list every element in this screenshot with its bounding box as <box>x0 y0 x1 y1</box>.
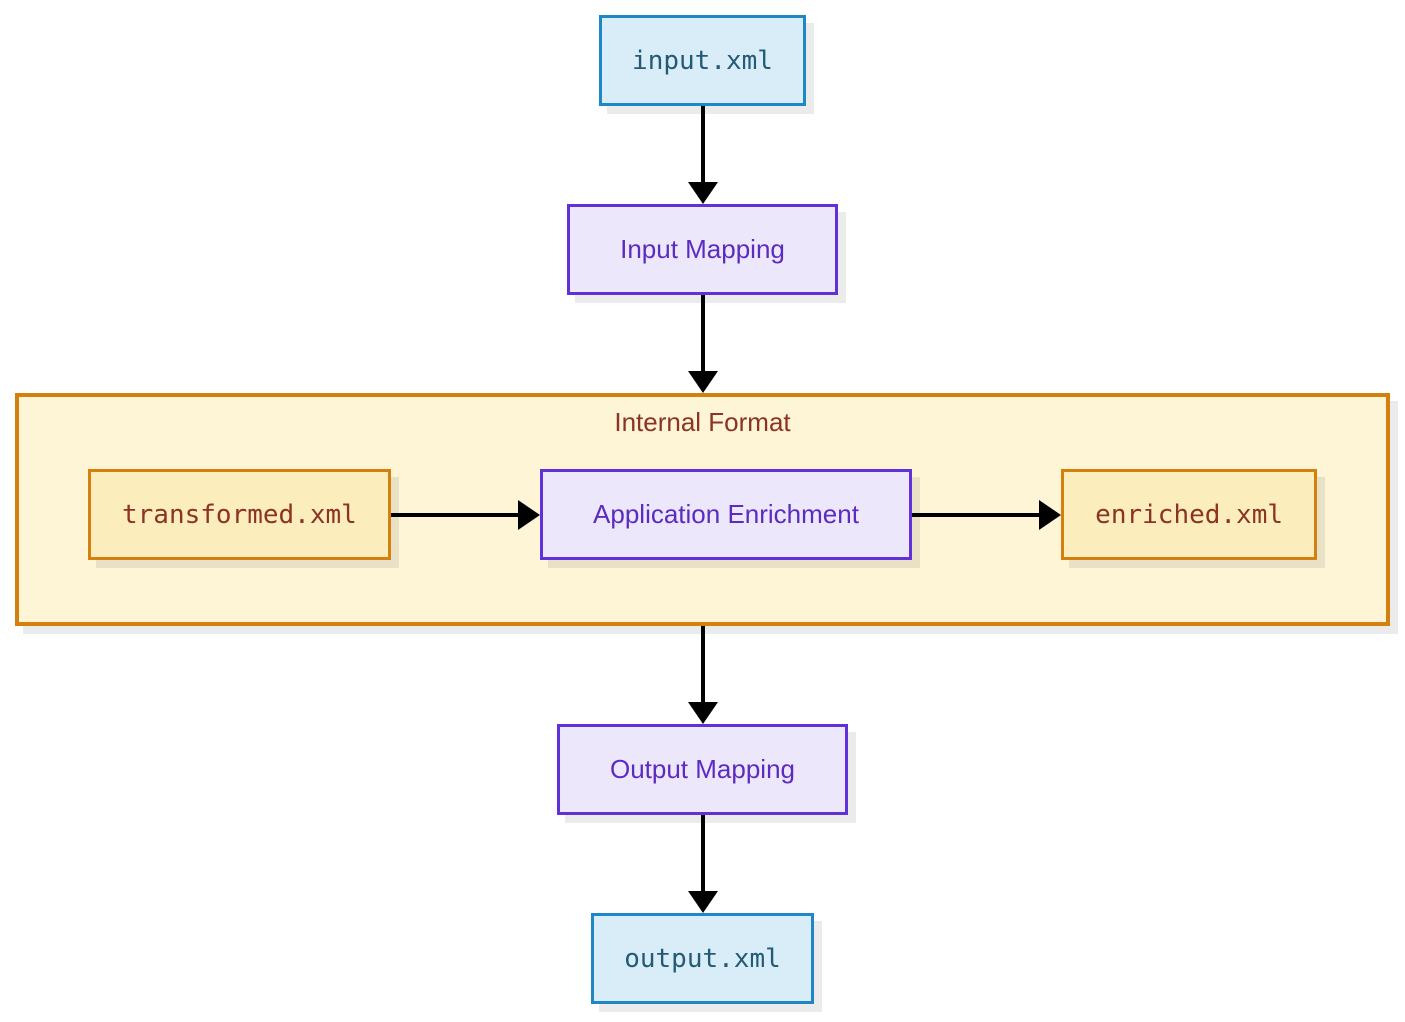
arrow-line <box>700 626 705 703</box>
node-output-mapping: Output Mapping <box>556 724 848 815</box>
node-input-mapping: Input Mapping <box>567 204 838 295</box>
arrow-head-down-icon <box>687 702 718 724</box>
arrow-enrichment-to-enriched <box>911 499 1062 530</box>
node-input-xml: input.xml <box>599 15 806 106</box>
arrow-input-to-input-mapping <box>687 106 718 204</box>
arrow-line <box>911 512 1041 517</box>
arrow-line <box>700 295 705 372</box>
internal-format-container: Internal Format transformed.xml Applicat… <box>15 393 1390 626</box>
node-enriched-xml-label: enriched.xml <box>1095 499 1284 530</box>
arrow-transformed-to-enrichment <box>390 499 541 530</box>
node-input-mapping-label: Input Mapping <box>620 234 785 264</box>
node-output-xml-label: output.xml <box>624 943 781 974</box>
arrow-input-mapping-to-internal-format <box>687 295 718 393</box>
node-output-xml: output.xml <box>591 913 814 1004</box>
node-enriched-xml: enriched.xml <box>1061 469 1318 560</box>
internal-format-title: Internal Format <box>614 407 791 437</box>
internal-format-row: transformed.xml Application Enrichment e… <box>19 469 1386 560</box>
arrow-line <box>700 815 705 892</box>
node-transformed-xml: transformed.xml <box>88 469 391 560</box>
arrow-head-down-icon <box>687 891 718 913</box>
node-application-enrichment: Application Enrichment <box>540 469 912 560</box>
arrow-internal-format-to-output-mapping <box>687 626 718 724</box>
node-input-xml-label: input.xml <box>632 45 773 76</box>
node-output-mapping-label: Output Mapping <box>609 754 795 784</box>
arrow-line <box>700 106 705 183</box>
arrow-line <box>390 512 520 517</box>
arrow-head-down-icon <box>687 371 718 393</box>
arrow-head-right-icon <box>1039 499 1062 530</box>
node-transformed-xml-label: transformed.xml <box>122 499 357 530</box>
arrow-output-mapping-to-output <box>687 815 718 913</box>
node-application-enrichment-label: Application Enrichment <box>593 499 859 529</box>
arrow-head-down-icon <box>687 182 718 204</box>
arrow-head-right-icon <box>518 499 541 530</box>
